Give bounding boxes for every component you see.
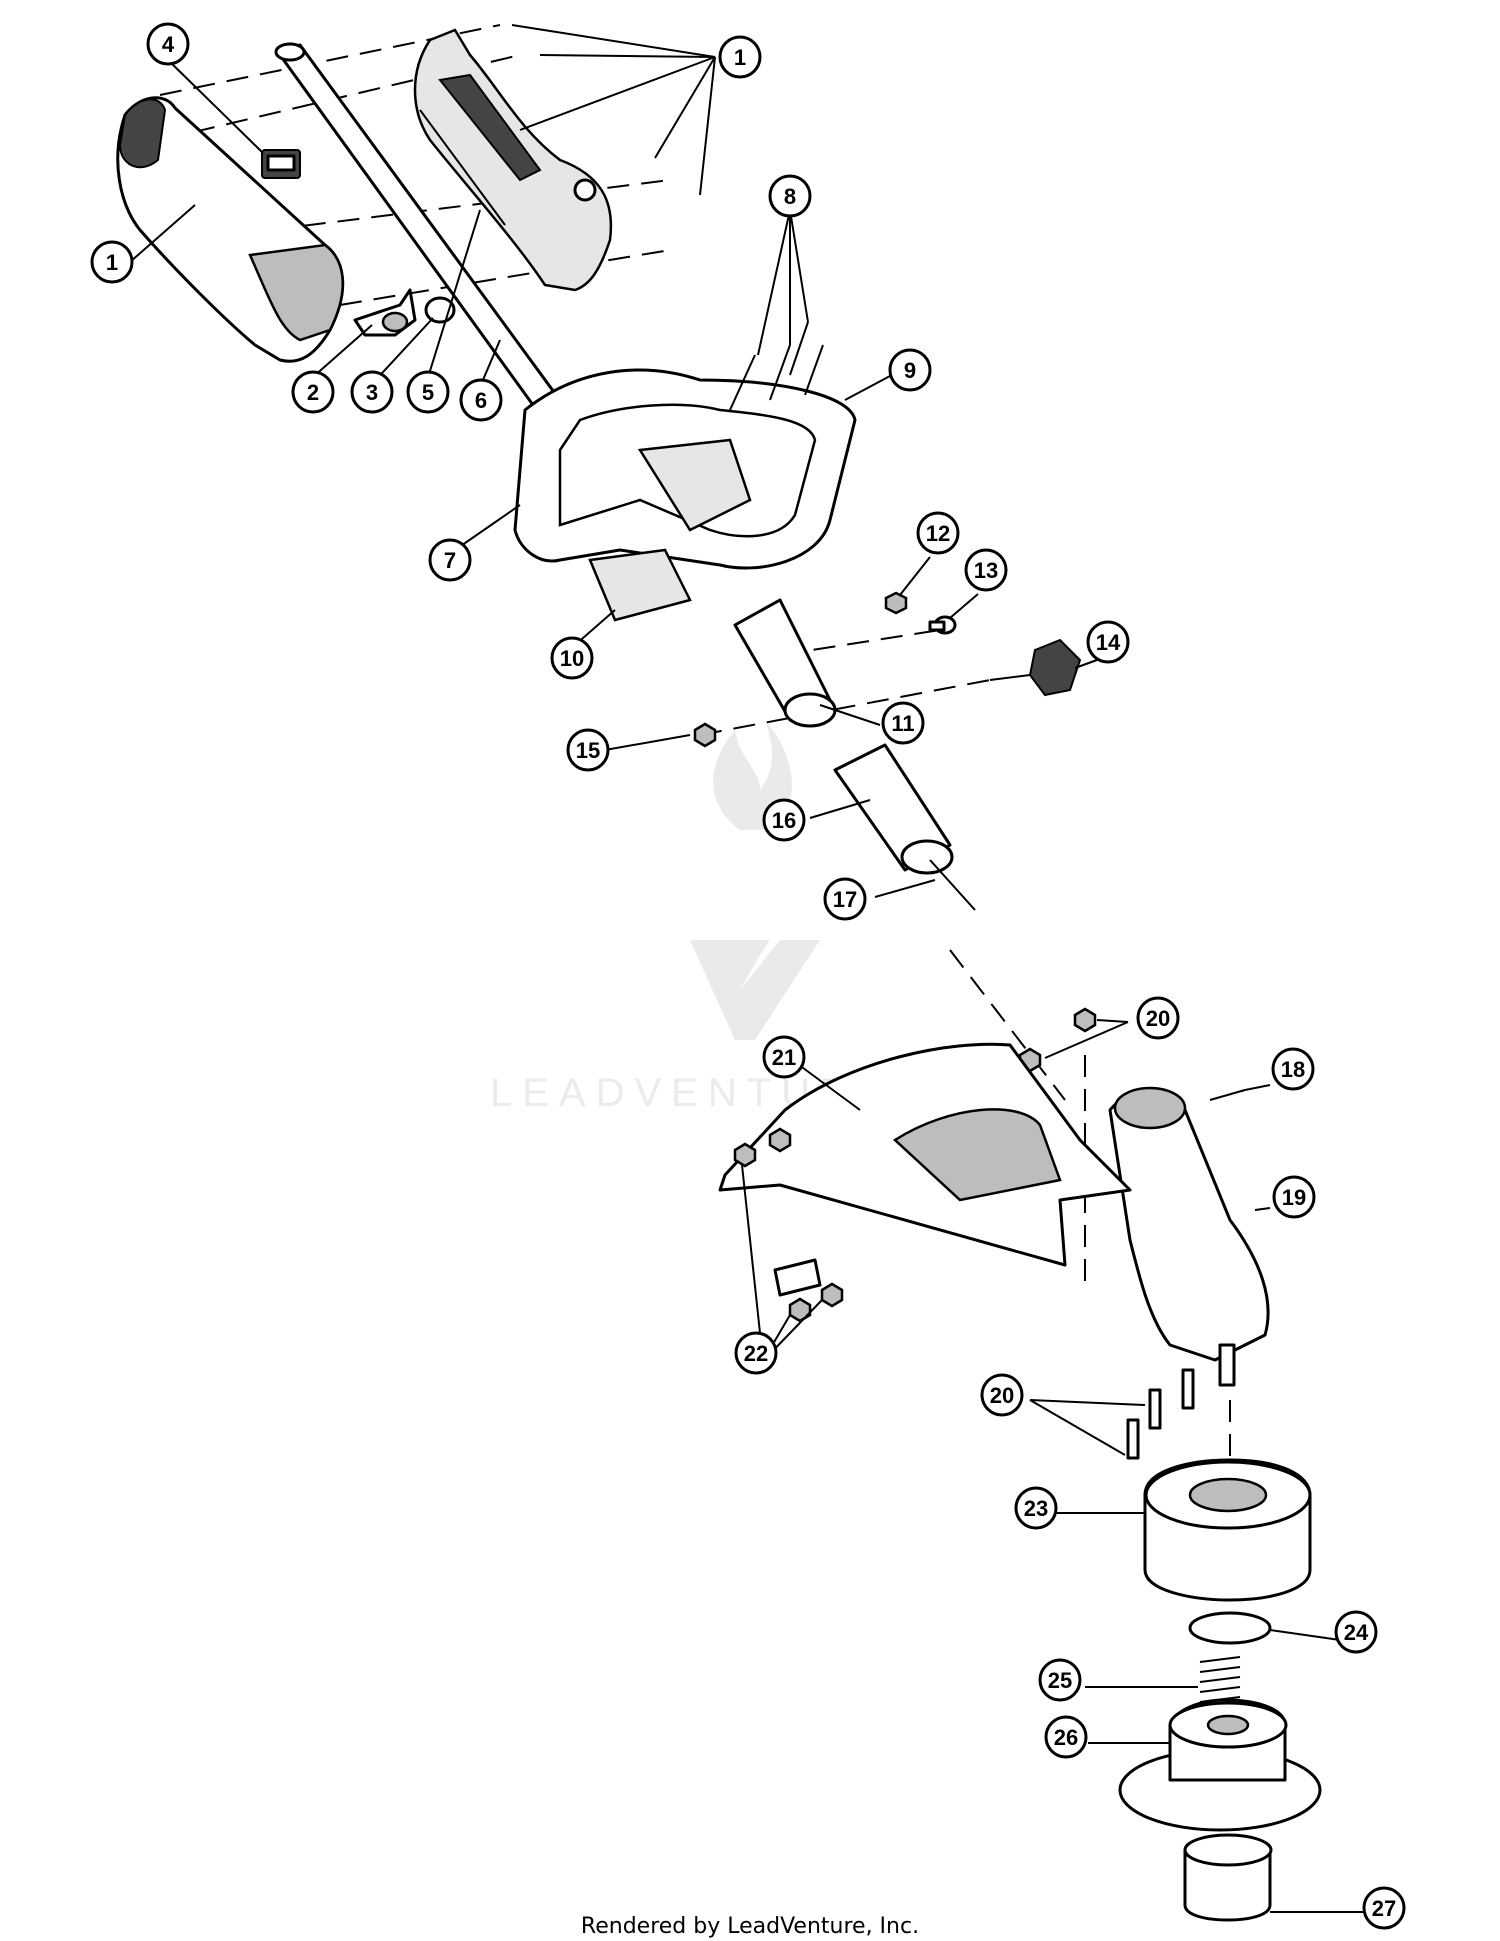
callout-25: 25: [1038, 1658, 1082, 1702]
svg-text:18: 18: [1281, 1057, 1305, 1082]
svg-text:4: 4: [162, 32, 175, 57]
part-handle-housing-left: [116, 96, 345, 363]
part-knob: [989, 638, 1082, 697]
part-handle-housing-right: [413, 28, 613, 292]
svg-text:10: 10: [560, 646, 584, 671]
part-bolts: [729, 321, 824, 411]
callout-1: 1: [90, 240, 134, 284]
part-guard: [718, 1042, 1132, 1267]
callout-6: 6: [459, 378, 503, 422]
svg-text:12: 12: [926, 521, 950, 546]
callouts: 1 1 2 3 4 5 6 7 8 9 10 11 12 13 14 15 16…: [90, 22, 1406, 1930]
svg-text:14: 14: [1096, 630, 1121, 655]
callout-2: 2: [291, 370, 335, 414]
callout-13: 13: [964, 548, 1008, 592]
part-nut-15: [693, 722, 717, 748]
watermark-v-icon: [690, 940, 820, 1040]
svg-text:20: 20: [990, 1383, 1014, 1408]
part-gear-head: [1108, 1086, 1270, 1387]
svg-text:26: 26: [1054, 1725, 1078, 1750]
callout-5: 5: [406, 370, 450, 414]
callout-11: 11: [881, 701, 925, 745]
callout-22: 22: [734, 1331, 778, 1375]
svg-text:17: 17: [833, 887, 857, 912]
svg-text:25: 25: [1048, 1668, 1072, 1693]
part-trigger: [353, 288, 417, 337]
callout-17: 17: [823, 877, 867, 921]
svg-text:15: 15: [576, 738, 600, 763]
part-coupler: [733, 598, 837, 728]
part-wire: [419, 109, 506, 226]
svg-text:22: 22: [744, 1341, 768, 1366]
callout-10: 10: [550, 636, 594, 680]
part-screw-18: [1209, 1089, 1246, 1101]
callout-20: 20: [1136, 996, 1180, 1040]
callout-1: 1: [718, 35, 762, 79]
svg-text:27: 27: [1372, 1896, 1396, 1921]
leader-lines: [129, 24, 1365, 1913]
part-drive-cable: [929, 859, 976, 911]
footer-credit: Rendered by LeadVenture, Inc.: [581, 1914, 919, 1939]
svg-text:6: 6: [475, 388, 487, 413]
svg-text:23: 23: [1024, 1496, 1048, 1521]
part-washer: [1188, 1611, 1272, 1645]
svg-text:19: 19: [1282, 1185, 1306, 1210]
part-bump-knob: [1183, 1833, 1273, 1922]
callout-8: 8: [768, 174, 812, 218]
svg-text:21: 21: [772, 1045, 796, 1070]
callout-9: 9: [888, 348, 932, 392]
callout-16: 16: [762, 798, 806, 842]
part-spool-housing: [1143, 1458, 1312, 1602]
callout-23: 23: [1014, 1486, 1058, 1530]
callout-12: 12: [916, 511, 960, 555]
callout-20: 20: [980, 1373, 1024, 1417]
callout-21: 21: [762, 1035, 806, 1079]
callout-7: 7: [428, 538, 472, 582]
svg-text:7: 7: [444, 548, 456, 573]
part-nut-12: [884, 591, 908, 615]
svg-text:1: 1: [734, 45, 746, 70]
svg-text:3: 3: [366, 380, 378, 405]
part-loop-handle: [513, 368, 857, 570]
part-spring: [1199, 1656, 1241, 1703]
svg-text:11: 11: [891, 711, 914, 736]
svg-text:1: 1: [106, 250, 118, 275]
svg-text:5: 5: [422, 380, 434, 405]
svg-text:20: 20: [1146, 1006, 1170, 1031]
part-lower-shaft: [833, 743, 954, 875]
part-clamp-bracket: [588, 548, 692, 622]
svg-text:2: 2: [307, 380, 319, 405]
svg-text:9: 9: [904, 358, 916, 383]
svg-text:13: 13: [974, 558, 998, 583]
callout-14: 14: [1086, 620, 1130, 664]
svg-text:16: 16: [772, 808, 796, 833]
callout-4: 4: [146, 22, 190, 66]
callout-18: 18: [1271, 1047, 1315, 1091]
callout-15: 15: [566, 728, 610, 772]
callout-26: 26: [1044, 1715, 1088, 1759]
part-switch: [261, 149, 301, 179]
part-spool: [1118, 1698, 1322, 1832]
svg-text:24: 24: [1344, 1620, 1369, 1645]
callout-27: 27: [1362, 1886, 1406, 1930]
part-screw-13: [928, 615, 957, 635]
callout-19: 19: [1272, 1175, 1316, 1219]
callout-24: 24: [1334, 1610, 1378, 1654]
svg-text:8: 8: [784, 184, 796, 209]
callout-3: 3: [350, 370, 394, 414]
